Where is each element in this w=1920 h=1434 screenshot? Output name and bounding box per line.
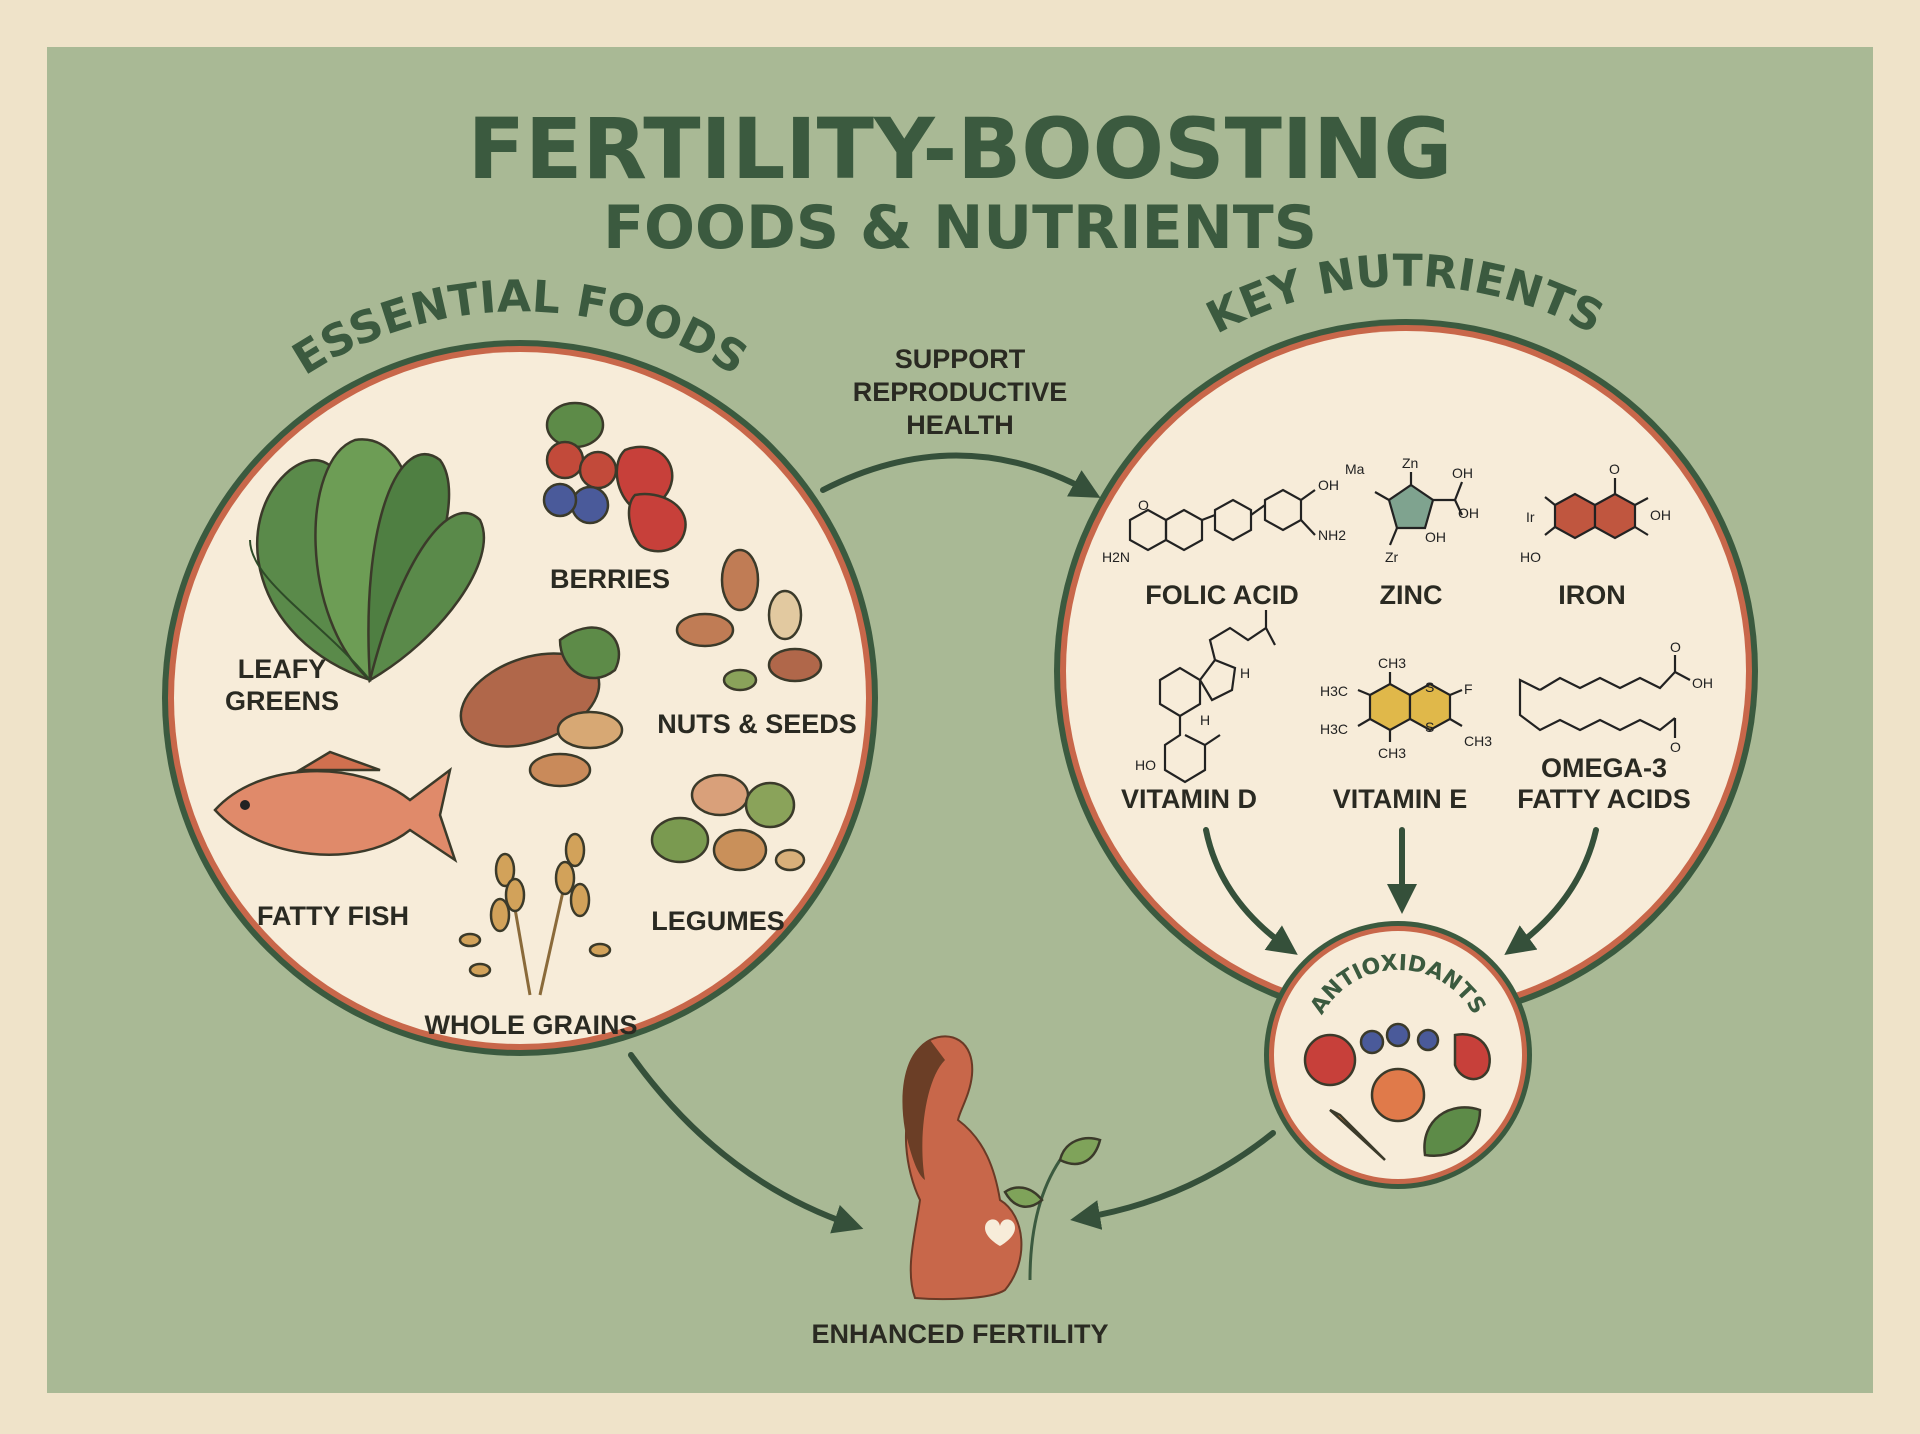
svg-text:Ir: Ir	[1526, 509, 1535, 525]
arrow-vitamin-d	[1203, 827, 1298, 955]
iron-molecule: Ir O OH HO	[1520, 461, 1671, 565]
svg-text:H: H	[1200, 712, 1210, 728]
wheat-icon	[458, 832, 612, 996]
folic-acid-molecule: O H2N OH NH2	[1102, 477, 1346, 565]
svg-text:OH: OH	[1318, 477, 1339, 493]
fatty-fish-label: FATTY FISH	[257, 901, 409, 931]
svg-text:CH3: CH3	[1464, 733, 1492, 749]
svg-text:NH2: NH2	[1318, 527, 1346, 543]
arrow-foods-to-nutrients	[820, 452, 1101, 498]
svg-text:HO: HO	[1520, 549, 1541, 565]
spinach-icon	[249, 438, 486, 684]
vitamin-e-molecule: CH3 H3C S F H3C S CH3 CH3	[1320, 655, 1492, 761]
sprout-icon	[1003, 1136, 1102, 1281]
svg-text:CH3: CH3	[1378, 655, 1406, 671]
svg-text:S: S	[1425, 679, 1434, 695]
omega-3-label: OMEGA-3	[1541, 753, 1667, 783]
svg-text:H2N: H2N	[1102, 549, 1130, 565]
svg-text:O: O	[1670, 639, 1681, 655]
svg-text:O: O	[1138, 497, 1149, 513]
svg-text:Ma: Ma	[1345, 461, 1365, 477]
svg-text:F: F	[1464, 681, 1473, 697]
svg-text:Zr: Zr	[1385, 549, 1399, 565]
svg-text:S: S	[1425, 719, 1434, 735]
svg-text:OH: OH	[1458, 505, 1479, 521]
nuts-seeds-label: NUTS & SEEDS	[657, 709, 857, 739]
zinc-label: ZINC	[1380, 580, 1443, 610]
arrow-antioxidants-to-fertility	[1070, 1130, 1276, 1230]
folic-acid-label: FOLIC ACID	[1145, 580, 1298, 610]
vitamin-d-label: VITAMIN D	[1121, 784, 1257, 814]
omega-3-molecule: O OH O	[1518, 639, 1713, 755]
svg-text:SUPPORT: SUPPORT	[895, 344, 1026, 374]
fish-icon	[213, 750, 458, 864]
svg-text:O: O	[1609, 461, 1620, 477]
enhanced-fertility-label: ENHANCED FERTILITY	[812, 1319, 1109, 1349]
arrow-foods-to-fertility	[628, 1052, 864, 1234]
berries-icon	[542, 401, 687, 553]
whole-grains-label: WHOLE GRAINS	[425, 1010, 638, 1040]
svg-text:H3C: H3C	[1320, 683, 1348, 699]
title-line-1: FERTILITY-BOOSTING	[468, 100, 1453, 198]
nuts-icon	[459, 548, 823, 788]
beans-icon	[650, 773, 806, 872]
omega-3-label-2: FATTY ACIDS	[1517, 784, 1691, 814]
leafy-greens-label-2: GREENS	[225, 686, 339, 716]
svg-text:HO: HO	[1135, 757, 1156, 773]
legumes-label: LEGUMES	[651, 906, 785, 936]
vitamin-e-label: VITAMIN E	[1333, 784, 1468, 814]
antioxidants-circle	[1264, 921, 1532, 1189]
support-label: SUPPORT REPRODUCTIVE HEALTH	[853, 344, 1068, 440]
svg-text:H3C: H3C	[1320, 721, 1348, 737]
vitamin-d-molecule: H H HO	[1135, 610, 1276, 784]
svg-text:OH: OH	[1425, 529, 1446, 545]
svg-text:OH: OH	[1452, 465, 1473, 481]
zinc-molecule: Zn Ma OH OH OH Zr	[1345, 455, 1479, 565]
iron-label: IRON	[1558, 580, 1626, 610]
title-line-2: FOODS & NUTRIENTS	[603, 193, 1317, 263]
svg-text:OH: OH	[1650, 507, 1671, 523]
leafy-greens-label: LEAFY	[238, 654, 327, 684]
antioxidant-foods-icon	[1303, 1022, 1491, 1161]
pregnant-woman-icon	[902, 1035, 1023, 1301]
svg-text:OH: OH	[1692, 675, 1713, 691]
svg-text:CH3: CH3	[1378, 745, 1406, 761]
arrow-omega-3	[1504, 827, 1599, 956]
berries-label: BERRIES	[550, 564, 670, 594]
key-nutrients-circle	[1054, 319, 1758, 1023]
svg-text:O: O	[1670, 739, 1681, 755]
svg-text:H: H	[1240, 665, 1250, 681]
svg-text:REPRODUCTIVE: REPRODUCTIVE	[853, 377, 1068, 407]
svg-text:Zn: Zn	[1402, 455, 1418, 471]
svg-text:HEALTH: HEALTH	[906, 410, 1014, 440]
